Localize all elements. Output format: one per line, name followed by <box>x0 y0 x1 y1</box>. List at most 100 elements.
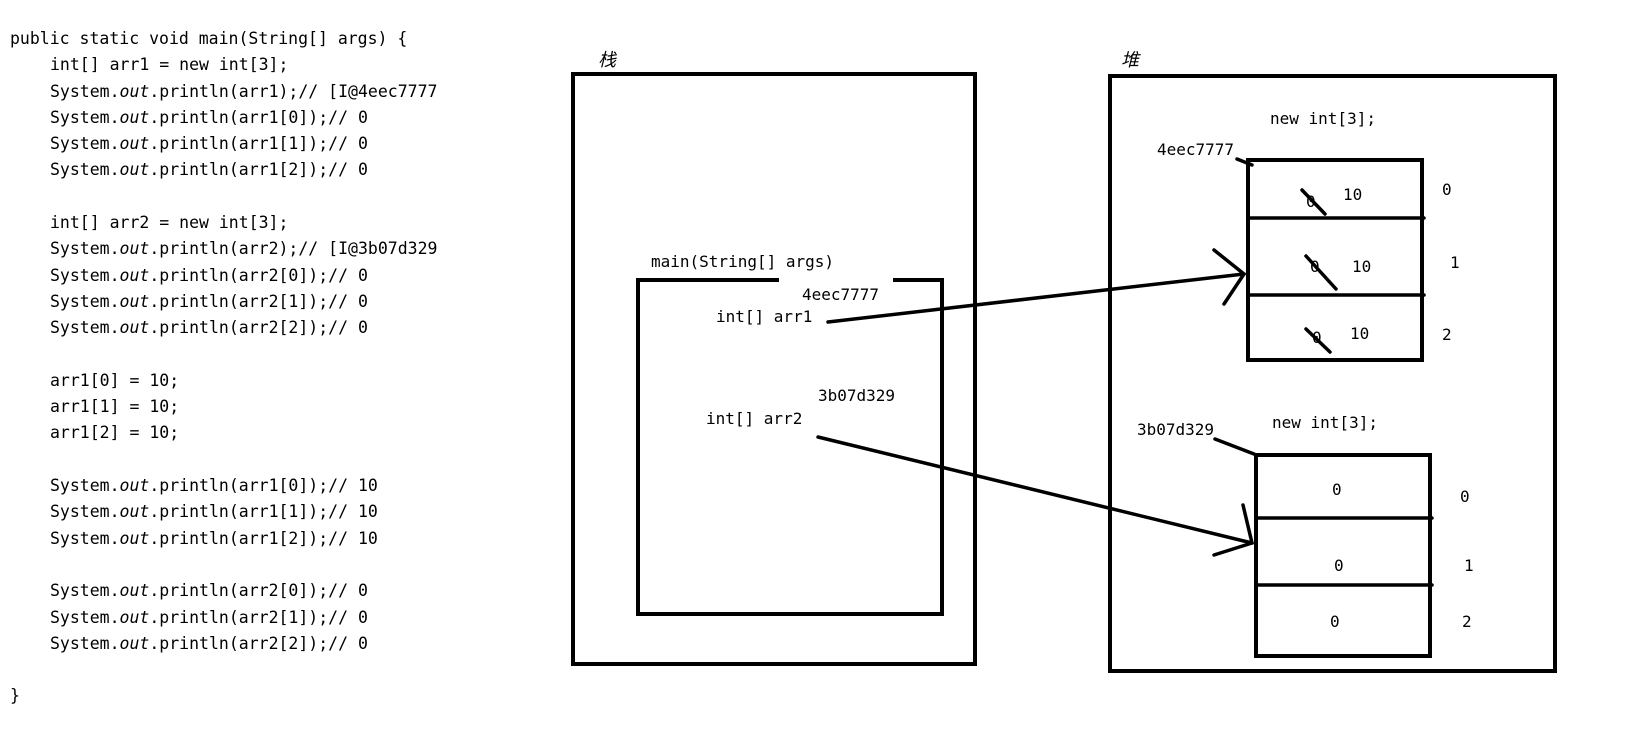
code-static-field: out <box>119 291 150 311</box>
array1-address: 4eec7777 <box>1157 140 1234 159</box>
code-static-field: out <box>119 239 150 259</box>
code-line: int[] arr2 = new int[3]; <box>10 210 437 236</box>
code-text: .println(arr2);// [I@3b07d329 <box>149 239 438 259</box>
code-text: .println(arr1[0]);// 0 <box>149 107 368 127</box>
code-text: .println(arr2[0]);// 0 <box>149 265 368 285</box>
code-line: arr1[2] = 10; <box>10 420 437 446</box>
code-line: System.out.println(arr2[1]);// 0 <box>10 605 437 631</box>
code-line: System.out.println(arr2[0]);// 0 <box>10 578 437 604</box>
code-static-field: out <box>119 476 150 496</box>
code-line: System.out.println(arr2);// [I@3b07d329 <box>10 236 437 262</box>
code-line: public static void main(String[] args) { <box>10 26 437 52</box>
arr1-reference-arrow <box>826 272 1246 324</box>
code-text: .println(arr1[2]);// 10 <box>149 528 378 548</box>
arr1-variable: int[] arr1 <box>716 307 812 326</box>
code-text: System. <box>50 633 120 653</box>
array1-strike <box>1304 327 1332 354</box>
code-static-field: out <box>119 134 150 154</box>
array2-index: 2 <box>1462 612 1472 631</box>
arr1-arrowhead <box>1212 248 1247 306</box>
code-line: System.out.println(arr2[2]);// 0 <box>10 315 437 341</box>
code-text: int[] arr1 = new int[3]; <box>50 55 289 75</box>
array2-address-pointer <box>1213 437 1256 456</box>
code-text: System. <box>50 528 120 548</box>
code-text: .println(arr1[1]);// 10 <box>149 502 378 522</box>
arr2-address: 3b07d329 <box>818 386 895 405</box>
code-static-field: out <box>119 160 150 180</box>
code-text: .println(arr1[1]);// 0 <box>149 134 368 154</box>
code-static-field: out <box>119 107 150 127</box>
array1-new-value: 10 <box>1343 185 1362 204</box>
code-line: int[] arr1 = new int[3]; <box>10 52 437 78</box>
code-text: System. <box>50 265 120 285</box>
code-text: .println(arr2[2]);// 0 <box>149 633 368 653</box>
array1-index: 0 <box>1442 180 1452 199</box>
array2-box <box>1254 453 1432 658</box>
arr1-address: 4eec7777 <box>802 285 879 304</box>
code-text: } <box>10 686 20 706</box>
code-text: .println(arr1);// [I@4eec7777 <box>149 81 438 101</box>
code-line: System.out.println(arr1[2]);// 0 <box>10 157 437 183</box>
code-static-field: out <box>119 528 150 548</box>
array1-new-value: 10 <box>1350 324 1369 343</box>
array2-value: 0 <box>1332 480 1342 499</box>
code-static-field: out <box>119 81 150 101</box>
code-text: .println(arr2[1]);// 0 <box>149 607 368 627</box>
code-line: arr1[1] = 10; <box>10 394 437 420</box>
code-text: System. <box>50 607 120 627</box>
array2-value: 0 <box>1334 556 1344 575</box>
array1-strike <box>1304 254 1338 291</box>
main-frame-box <box>636 278 944 616</box>
code-text: .println(arr2[0]);// 0 <box>149 581 368 601</box>
code-text: System. <box>50 581 120 601</box>
code-line: System.out.println(arr1[0]);// 0 <box>10 105 437 131</box>
code-static-field: out <box>119 633 150 653</box>
code-line: } <box>10 683 437 709</box>
arr2-arrowhead <box>1212 503 1255 557</box>
array2-title: new int[3]; <box>1272 413 1378 432</box>
array1-index: 2 <box>1442 325 1452 344</box>
array1-strike <box>1300 188 1327 216</box>
code-text: System. <box>50 81 120 101</box>
code-static-field: out <box>119 581 150 601</box>
code-line: System.out.println(arr1[1]);// 0 <box>10 131 437 157</box>
code-text: System. <box>50 291 120 311</box>
arr2-reference-arrow <box>816 435 1254 545</box>
code-text: System. <box>50 160 120 180</box>
code-text: System. <box>50 318 120 338</box>
code-text: .println(arr2[1]);// 0 <box>149 291 368 311</box>
code-text: System. <box>50 107 120 127</box>
code-line: System.out.println(arr1[1]);// 10 <box>10 499 437 525</box>
code-line: System.out.println(arr1[2]);// 10 <box>10 526 437 552</box>
code-static-field: out <box>119 607 150 627</box>
stack-label: 栈 <box>598 50 617 71</box>
code-text: System. <box>50 476 120 496</box>
array1-box <box>1246 158 1424 362</box>
code-text: .println(arr1[0]);// 10 <box>149 476 378 496</box>
code-text: .println(arr1[2]);// 0 <box>149 160 368 180</box>
array1-title: new int[3]; <box>1270 109 1376 128</box>
array1-new-value: 10 <box>1352 257 1371 276</box>
code-line: System.out.println(arr2[2]);// 0 <box>10 631 437 657</box>
code-text: System. <box>50 134 120 154</box>
code-listing: public static void main(String[] args) {… <box>10 26 437 710</box>
main-frame-label: main(String[] args) <box>651 252 834 271</box>
code-line: System.out.println(arr2[1]);// 0 <box>10 289 437 315</box>
code-text: arr1[0] = 10; <box>50 370 180 390</box>
array2-value: 0 <box>1330 612 1340 631</box>
code-line: arr1[0] = 10; <box>10 368 437 394</box>
code-line: System.out.println(arr2[0]);// 0 <box>10 263 437 289</box>
code-text: arr1[2] = 10; <box>50 423 180 443</box>
array2-index: 0 <box>1460 487 1470 506</box>
code-text: System. <box>50 502 120 522</box>
array2-index: 1 <box>1464 556 1474 575</box>
code-text: public static void main(String[] args) { <box>10 29 408 48</box>
code-text: .println(arr2[2]);// 0 <box>149 318 368 338</box>
code-static-field: out <box>119 318 150 338</box>
code-text: arr1[1] = 10; <box>50 397 180 417</box>
code-text: int[] arr2 = new int[3]; <box>50 213 289 233</box>
code-line: System.out.println(arr1[0]);// 10 <box>10 473 437 499</box>
array2-address: 3b07d329 <box>1137 420 1214 439</box>
heap-label: 堆 <box>1121 50 1141 71</box>
